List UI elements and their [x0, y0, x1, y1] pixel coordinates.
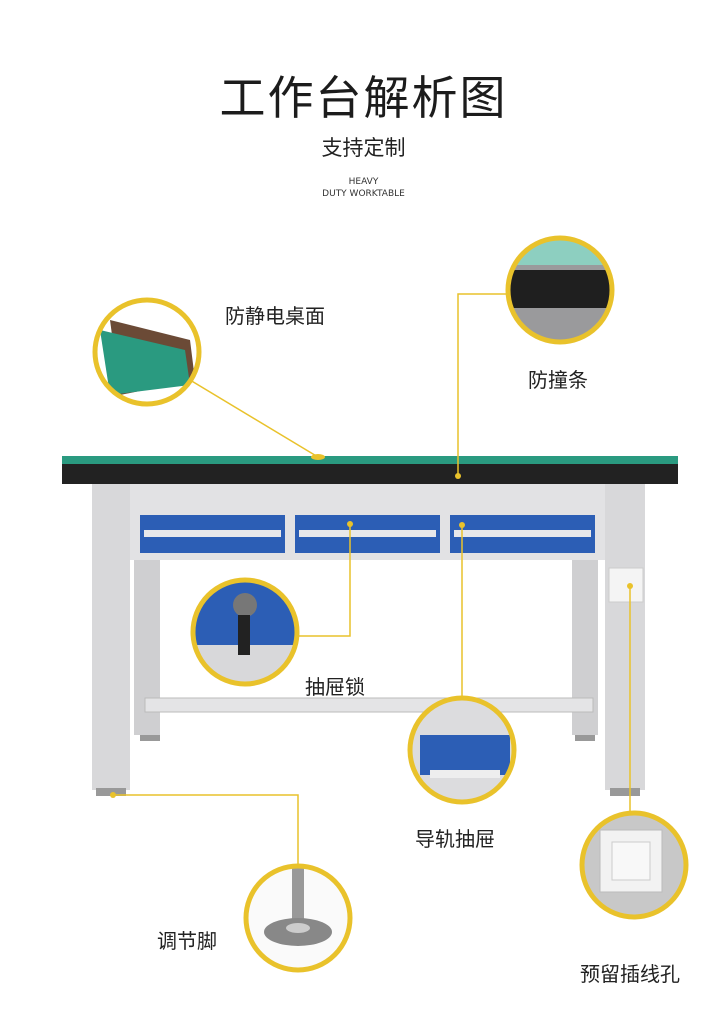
right-leg — [605, 480, 645, 790]
left-leg — [92, 480, 130, 790]
bumper-edge — [62, 462, 678, 484]
socket-plate — [608, 567, 644, 603]
label-socket: 预留插线孔 — [580, 962, 680, 986]
foot-detail-image — [248, 868, 348, 968]
english-caption-2: DUTY WORKTABLE — [322, 189, 405, 199]
tabletop — [62, 456, 678, 464]
label-rail-drawer: 导轨抽屉 — [415, 827, 495, 851]
detail-circles — [92, 235, 689, 973]
page-subtitle: 支持定制 — [321, 136, 406, 160]
socket-detail-image — [584, 815, 684, 915]
label-lock: 抽屉锁 — [305, 675, 365, 699]
leader-lines — [113, 293, 631, 866]
label-foot: 调节脚 — [157, 929, 217, 953]
rail-drawer-detail-image — [412, 700, 512, 800]
label-bumper: 防撞条 — [528, 368, 588, 392]
label-mat: 防静电桌面 — [225, 304, 325, 328]
english-caption-1: HEAVY — [348, 177, 379, 187]
crossbar — [144, 697, 594, 713]
workbench — [62, 456, 678, 796]
page-title: 工作台解析图 — [219, 71, 508, 125]
mat-detail-image — [97, 302, 197, 402]
